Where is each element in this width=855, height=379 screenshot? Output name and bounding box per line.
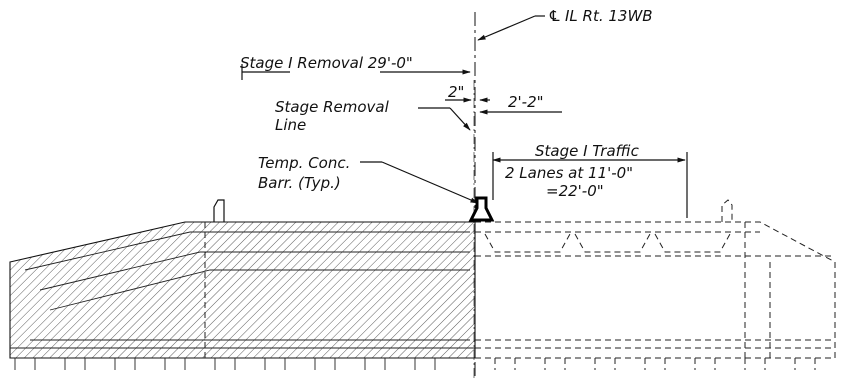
bottom-stubs (14, 358, 816, 370)
traffic-dimension: Stage I Traffic 2 Lanes at 11'-0" =22'-0… (492, 142, 688, 218)
stage-removal-line-callout: Stage Removal Line (275, 98, 471, 134)
two-inch-label: 2" (448, 83, 464, 101)
left-parapet (213, 199, 225, 222)
temp-barrier-label-1: Temp. Conc. (258, 154, 350, 172)
existing-deck-section (475, 199, 836, 359)
traffic-label-1: Stage I Traffic (535, 142, 640, 160)
removal-dim-label: Stage I Removal 29'-0" (240, 54, 413, 72)
stage-removal-label-1: Stage Removal (275, 98, 390, 116)
centerline-label: IL Rt. 13WB (565, 7, 653, 25)
traffic-label-2: 2 Lanes at 11'-0" (505, 164, 633, 182)
temp-barrier-callout: Temp. Conc. Barr. (Typ.) (258, 154, 479, 204)
centerline-symbol: ℄ (548, 7, 561, 25)
stage-removal-label-2: Line (275, 116, 306, 134)
traffic-label-3: =22'-0" (546, 182, 604, 200)
two-two-label: 2'-2" (508, 93, 544, 111)
centerline-callout: ℄ IL Rt. 13WB (477, 7, 653, 41)
removed-deck-section (9, 199, 476, 359)
temp-barrier-shape (468, 196, 495, 222)
removal-dimension: Stage I Removal 29'-0" (240, 54, 471, 80)
temp-barrier-label-2: Barr. (Typ.) (258, 174, 341, 192)
right-parapet (721, 199, 733, 222)
two-two-dimension: 2'-2" (479, 93, 562, 115)
two-inch-dimension: 2" (445, 83, 490, 103)
